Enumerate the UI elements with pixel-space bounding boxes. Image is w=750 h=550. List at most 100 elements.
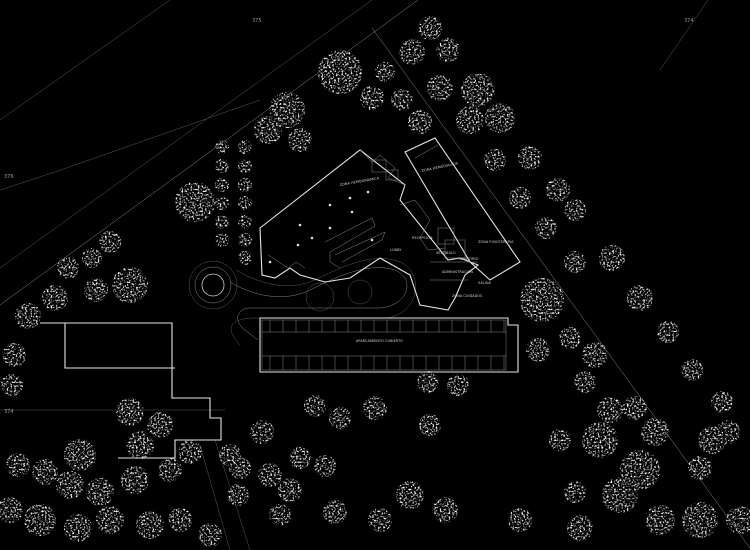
tree-canopy	[602, 477, 638, 513]
tree-canopy	[623, 396, 647, 420]
column-marker	[350, 210, 354, 214]
tree-canopy	[24, 504, 56, 536]
tree-canopy	[391, 89, 413, 111]
tree-canopy	[0, 497, 23, 523]
tree-canopy	[289, 447, 311, 469]
tree-canopy	[436, 38, 460, 62]
tree-canopy	[567, 515, 593, 541]
column-markers	[268, 190, 374, 264]
tree-canopy	[564, 199, 586, 221]
room-label-salida: SALIDA	[478, 281, 491, 285]
trees	[0, 16, 750, 547]
tree-canopy	[716, 420, 740, 444]
column-marker	[310, 236, 314, 240]
column-marker	[328, 203, 332, 207]
room-label-aparcamiento: APARCAMIENTO CUBIERTO	[356, 339, 403, 343]
tree-canopy	[288, 128, 312, 152]
tree-canopy	[323, 500, 347, 524]
tree-canopy	[417, 371, 439, 393]
room-label-fisioterapia: ZONA FISIOTERAPIA	[478, 240, 514, 244]
tree-canopy	[269, 92, 305, 128]
tree-canopy	[657, 321, 679, 343]
tree-canopy	[254, 116, 282, 144]
tree-canopy	[681, 359, 703, 381]
existing-building-outline	[64, 323, 175, 369]
tree-canopy	[447, 374, 469, 396]
tree-canopy	[368, 508, 392, 532]
tree-canopy	[645, 505, 675, 535]
tree-canopy	[559, 327, 581, 349]
tree-canopy	[238, 215, 252, 229]
tree-canopy	[258, 463, 282, 487]
tree-canopy	[484, 149, 506, 171]
room-label-hemodinamica: ZONA HEMODINAMICA	[339, 176, 380, 187]
tree-canopy	[641, 418, 669, 446]
tree-canopy	[84, 278, 108, 302]
tree-canopy	[456, 106, 484, 134]
tree-canopy	[64, 514, 92, 542]
tree-canopy	[518, 146, 542, 170]
elevation-label: 374	[684, 18, 694, 24]
tree-canopy	[1, 374, 23, 396]
tree-canopy	[396, 481, 424, 509]
room-label-cuidados: ZONA CUIDADOS	[452, 294, 482, 298]
tree-canopy	[509, 187, 531, 209]
room-label-hemodialisis: ZONA HEMODIALISIS	[421, 161, 458, 173]
tree-canopy	[250, 420, 274, 444]
tree-canopy	[175, 182, 215, 222]
tree-canopy	[215, 140, 229, 154]
tree-canopy	[419, 414, 441, 436]
tree-canopy	[238, 159, 252, 173]
existing-building-outline	[40, 322, 222, 459]
tree-canopy	[620, 450, 660, 490]
tree-canopy	[711, 391, 733, 413]
tree-canopy	[360, 86, 384, 110]
column-marker	[298, 223, 302, 227]
tree-canopy	[418, 16, 442, 40]
tree-canopy	[136, 511, 164, 539]
tree-canopy	[238, 178, 252, 192]
tree-canopy	[582, 342, 608, 368]
elevation-label: 374	[4, 409, 14, 415]
main-building	[259, 137, 521, 311]
room-label-tanatorio: TANATORIO	[457, 257, 479, 261]
tree-canopy	[219, 444, 241, 466]
tree-canopy	[238, 233, 252, 247]
tree-canopy	[56, 471, 84, 499]
tree-canopy	[549, 429, 571, 451]
tree-canopy	[304, 395, 326, 417]
tree-canopy	[64, 439, 96, 471]
tree-canopy	[375, 62, 395, 82]
tree-canopy	[682, 502, 718, 538]
tree-canopy	[121, 466, 149, 494]
access-road	[188, 258, 416, 346]
tree-canopy	[627, 285, 653, 311]
column-marker	[370, 238, 374, 242]
tree-canopy	[215, 159, 229, 173]
covered-parking	[259, 317, 519, 373]
column-marker	[296, 243, 300, 247]
tree-canopy	[227, 484, 249, 506]
tree-canopy	[168, 508, 192, 532]
tree-canopy	[215, 196, 229, 210]
tree-canopy	[96, 506, 124, 534]
tree-canopy	[535, 217, 557, 239]
tree-canopy	[215, 233, 229, 247]
tree-canopy	[215, 178, 229, 192]
tree-canopy	[112, 267, 148, 303]
tree-canopy	[597, 397, 623, 423]
tree-canopy	[116, 398, 144, 426]
tree-canopy	[432, 497, 458, 523]
tree-canopy	[126, 431, 154, 459]
tree-canopy	[147, 412, 173, 438]
tree-canopy	[314, 455, 336, 477]
tree-canopy	[726, 506, 750, 534]
tree-canopy	[599, 245, 625, 271]
tree-canopy	[564, 251, 586, 273]
tree-canopy	[582, 422, 618, 458]
tree-canopy	[546, 178, 570, 202]
tree-canopy	[520, 278, 564, 322]
room-label-vestibulo: VESTIBULO	[436, 251, 456, 255]
tree-canopy	[461, 73, 495, 107]
